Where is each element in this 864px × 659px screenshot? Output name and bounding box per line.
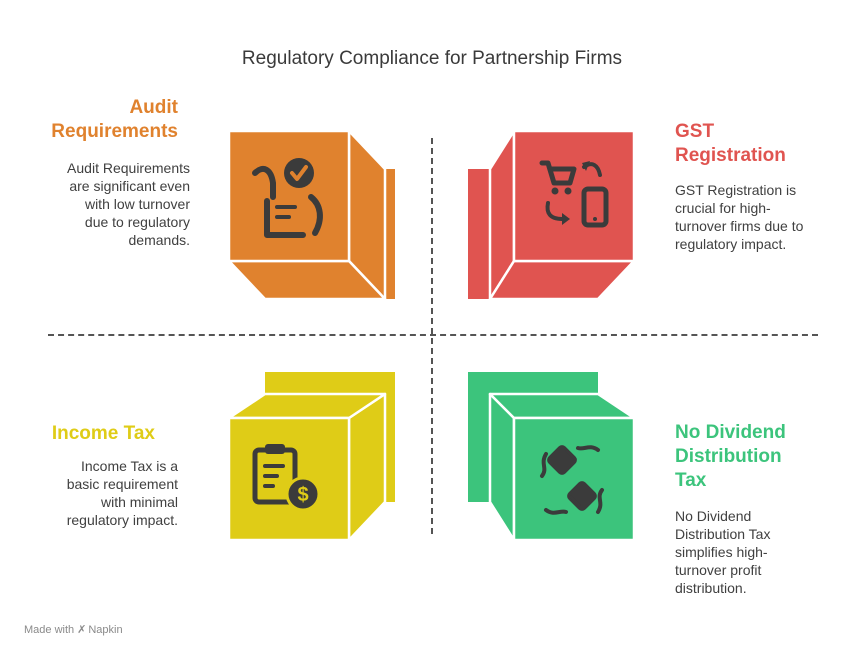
dividend-cube (468, 372, 636, 542)
checklist-hand-icon (252, 158, 323, 238)
audit-description: Audit Requirements are significant even … (67, 160, 190, 248)
gst-heading: GST Registration (675, 121, 786, 166)
dividend-description: No Dividend Distribution Tax simplifies … (675, 508, 771, 596)
dividend-heading: No Dividend Distribution Tax (675, 422, 786, 491)
napkin-brand-label: Napkin (88, 624, 123, 636)
unplugged-connector-icon (540, 445, 604, 515)
svg-text:$: $ (297, 484, 308, 506)
made-with-label: Made with (24, 624, 75, 636)
vertical-divider (431, 138, 433, 534)
dividend-cube-top-face (488, 392, 636, 420)
income-tax-description: Income Tax is a basic requirement with m… (66, 458, 178, 528)
cart-phone-sync-icon (539, 160, 609, 228)
clipboard-dollar-icon: $ (252, 444, 321, 512)
audit-heading: Audit Requirements (51, 97, 178, 142)
made-with-napkin-footer: Made with✗Napkin (24, 623, 123, 636)
diagram-title: Regulatory Compliance for Partnership Fi… (241, 48, 623, 69)
audit-cube (227, 129, 395, 301)
audit-cube-front-face (227, 129, 351, 263)
dividend-cube-front-face (512, 416, 636, 542)
gst-description: GST Registration is crucial for high- tu… (675, 182, 804, 252)
gst-cube-front-face (512, 129, 636, 263)
gst-cube (468, 129, 636, 301)
gst-cube-bottom-face (488, 259, 636, 301)
income-tax-cube: $ (227, 372, 395, 542)
income-tax-cube-front-face (227, 416, 351, 542)
napkin-logo-icon: ✗ (77, 624, 87, 636)
horizontal-divider (48, 334, 818, 336)
income-tax-heading: Income Tax (51, 423, 155, 444)
